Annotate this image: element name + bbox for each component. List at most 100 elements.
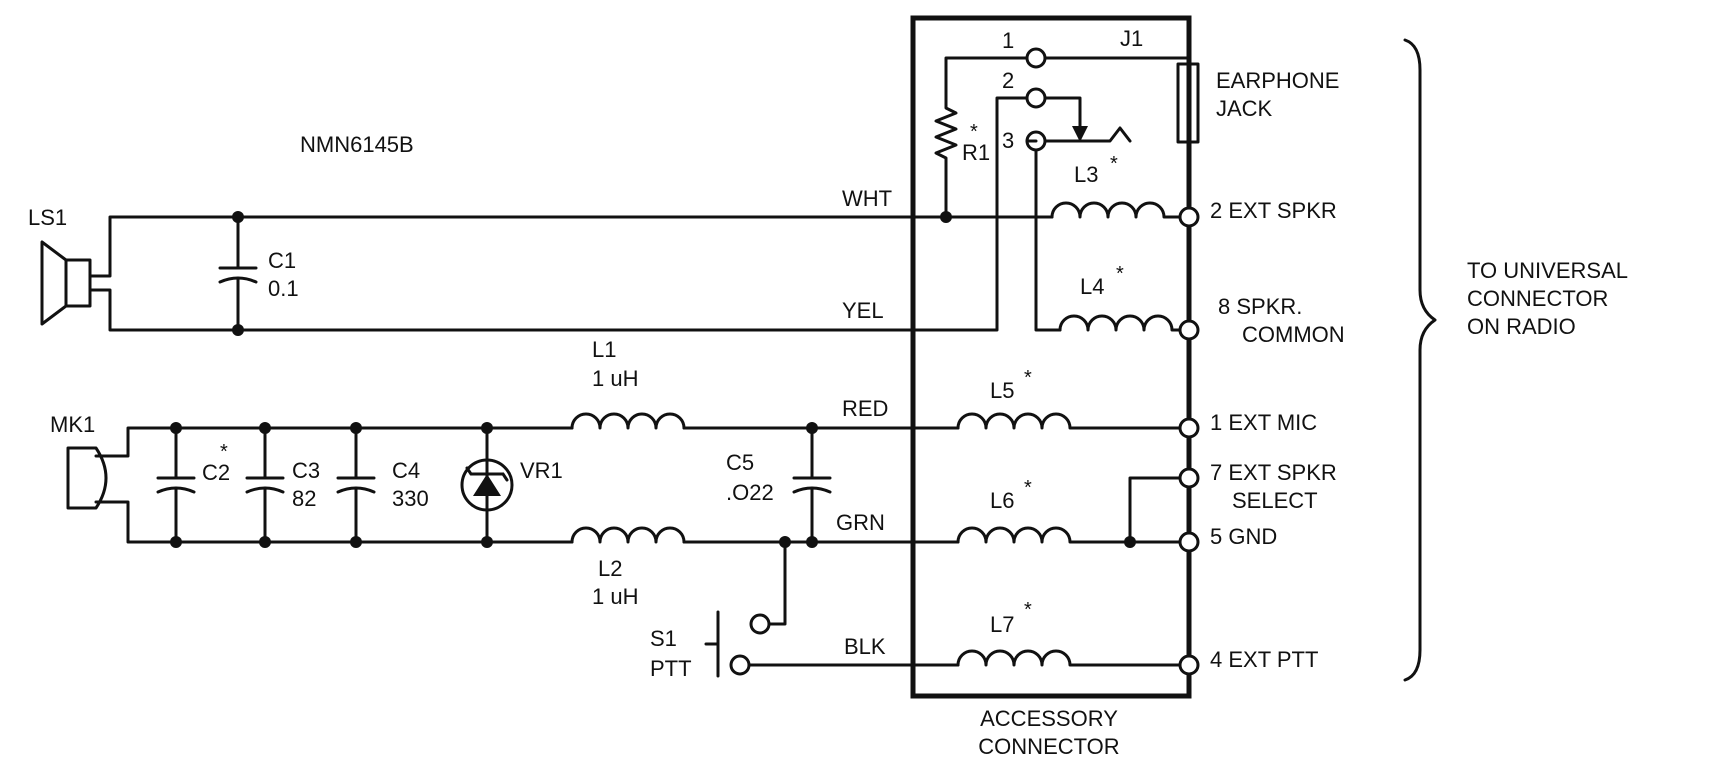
- jack-sleeve: [1176, 62, 1200, 144]
- ls1-label: LS1: [28, 205, 67, 230]
- c1-value: 0.1: [268, 276, 299, 301]
- pin-1-label: 1 EXT MIC: [1210, 410, 1317, 435]
- yel-inner-wire: [911, 96, 1029, 332]
- radio-bracket: [1403, 38, 1437, 682]
- earphone-jack-label-2: JACK: [1216, 96, 1273, 121]
- to-radio-label-1: TO UNIVERSAL: [1467, 258, 1628, 283]
- c2-ref: C2: [202, 460, 230, 485]
- jack-pin-1-label: 1: [1002, 28, 1014, 53]
- c4-ref: C4: [392, 458, 420, 483]
- wire-label-blk: BLK: [844, 634, 886, 659]
- l5-ref: L5: [990, 378, 1014, 403]
- resistor-r1: [934, 56, 1028, 219]
- c3-ref: C3: [292, 458, 320, 483]
- capacitor-c5: [792, 426, 832, 544]
- r1-star: *: [970, 121, 978, 143]
- mic-wire-bottom: [94, 500, 574, 544]
- jack-pin-1: [1025, 47, 1047, 69]
- junction-dot: [806, 422, 818, 434]
- l2-value: 1 uH: [592, 584, 638, 609]
- s1-actuator: [704, 610, 720, 678]
- to-radio-label-3: ON RADIO: [1467, 314, 1576, 339]
- capacitor-c3: [245, 426, 285, 544]
- s1-ref: S1: [650, 626, 677, 651]
- inductor-l1: [570, 412, 686, 430]
- to-radio-label-2: CONNECTOR: [1467, 286, 1608, 311]
- inductor-l7: [956, 649, 1182, 667]
- capacitor-c1: [218, 215, 258, 332]
- vr1-ref: VR1: [520, 458, 563, 483]
- speaker-ls1: [40, 240, 92, 326]
- wire-label-red: RED: [842, 396, 888, 421]
- c3-value: 82: [292, 486, 316, 511]
- speaker-wire-bottom: [88, 288, 915, 332]
- accessory-connector-label-1: ACCESSORY: [980, 706, 1118, 731]
- accessory-connector-label-2: CONNECTOR: [978, 734, 1119, 759]
- junction-dot: [170, 536, 182, 548]
- jack-spring: [1043, 126, 1132, 143]
- l7-ref: L7: [990, 612, 1014, 637]
- wire-label-yel: YEL: [842, 298, 884, 323]
- inductor-l5: [956, 412, 1182, 430]
- jack-contact-arrow: [1072, 126, 1088, 142]
- c4-value: 330: [392, 486, 429, 511]
- junction-dot: [350, 536, 362, 548]
- s1-wire: [766, 540, 787, 626]
- inductor-l6: [956, 526, 1182, 544]
- part-number-title: NMN6145B: [300, 132, 414, 157]
- s1-contact-bottom: [729, 654, 751, 676]
- s1-contact-top: [749, 613, 771, 635]
- capacitor-c2: [156, 426, 196, 544]
- s1-value: PTT: [650, 656, 692, 681]
- pin-2-label: 2 EXT SPKR: [1210, 198, 1337, 223]
- junction-dot: [806, 536, 818, 548]
- jack-pin-3-label: 3: [1002, 128, 1014, 153]
- c2-star: *: [220, 441, 228, 463]
- accessory-connector-box: [910, 15, 1192, 699]
- microphone-mk1: [66, 446, 108, 510]
- l3-star: *: [1110, 153, 1118, 175]
- l6-ref: L6: [990, 488, 1014, 513]
- junction-dot: [259, 536, 271, 548]
- connector-pin-2: [1178, 206, 1200, 228]
- pin-7-label-2: SELECT: [1232, 488, 1318, 513]
- wire-label-wht: WHT: [842, 186, 892, 211]
- pin-5-label: 5 GND: [1210, 524, 1277, 549]
- junction-dot: [481, 422, 493, 434]
- c1-ref: C1: [268, 248, 296, 273]
- junction-dot: [232, 211, 244, 223]
- junction-dot: [350, 422, 362, 434]
- capacitor-c4: [336, 426, 376, 544]
- zener-vr1: [460, 426, 514, 544]
- junction-dot: [1124, 536, 1136, 548]
- speaker-wire-top: [88, 215, 915, 278]
- mk1-label: MK1: [50, 412, 95, 437]
- inductor-l4: [1058, 314, 1182, 332]
- connector-pin-4: [1178, 654, 1200, 676]
- r1-ref: R1: [962, 140, 990, 165]
- wire-label-grn: GRN: [836, 510, 885, 535]
- junction-dot: [170, 422, 182, 434]
- pin-7-label: 7 EXT SPKR: [1210, 460, 1337, 485]
- connector-pin-5: [1178, 531, 1200, 553]
- j1-ref: J1: [1120, 26, 1143, 51]
- junction-dot: [232, 324, 244, 336]
- jack-sleeve-wire: [1043, 56, 1190, 66]
- pin-8-label-2: COMMON: [1242, 322, 1345, 347]
- connector-pin-1: [1178, 417, 1200, 439]
- l4-star: *: [1116, 263, 1124, 285]
- inductor-l3: [1050, 201, 1182, 219]
- pin-8-label: 8 SPKR.: [1218, 294, 1302, 319]
- mic-wire-top: [94, 426, 574, 458]
- jack-pin-2-contact: [1043, 96, 1082, 132]
- earphone-jack-label-1: EARPHONE: [1216, 68, 1339, 93]
- connector-pin-7: [1178, 467, 1200, 489]
- c5-value: .O22: [726, 480, 774, 505]
- inductor-l2: [570, 526, 686, 544]
- pin7-pin5-link: [1128, 476, 1182, 544]
- pin-4-label: 4 EXT PTT: [1210, 647, 1318, 672]
- jack-pin-2-label: 2: [1002, 68, 1014, 93]
- connector-pin-8: [1178, 319, 1200, 341]
- l3-ref: L3: [1074, 162, 1098, 187]
- l4-feed-wire: [1034, 148, 1062, 332]
